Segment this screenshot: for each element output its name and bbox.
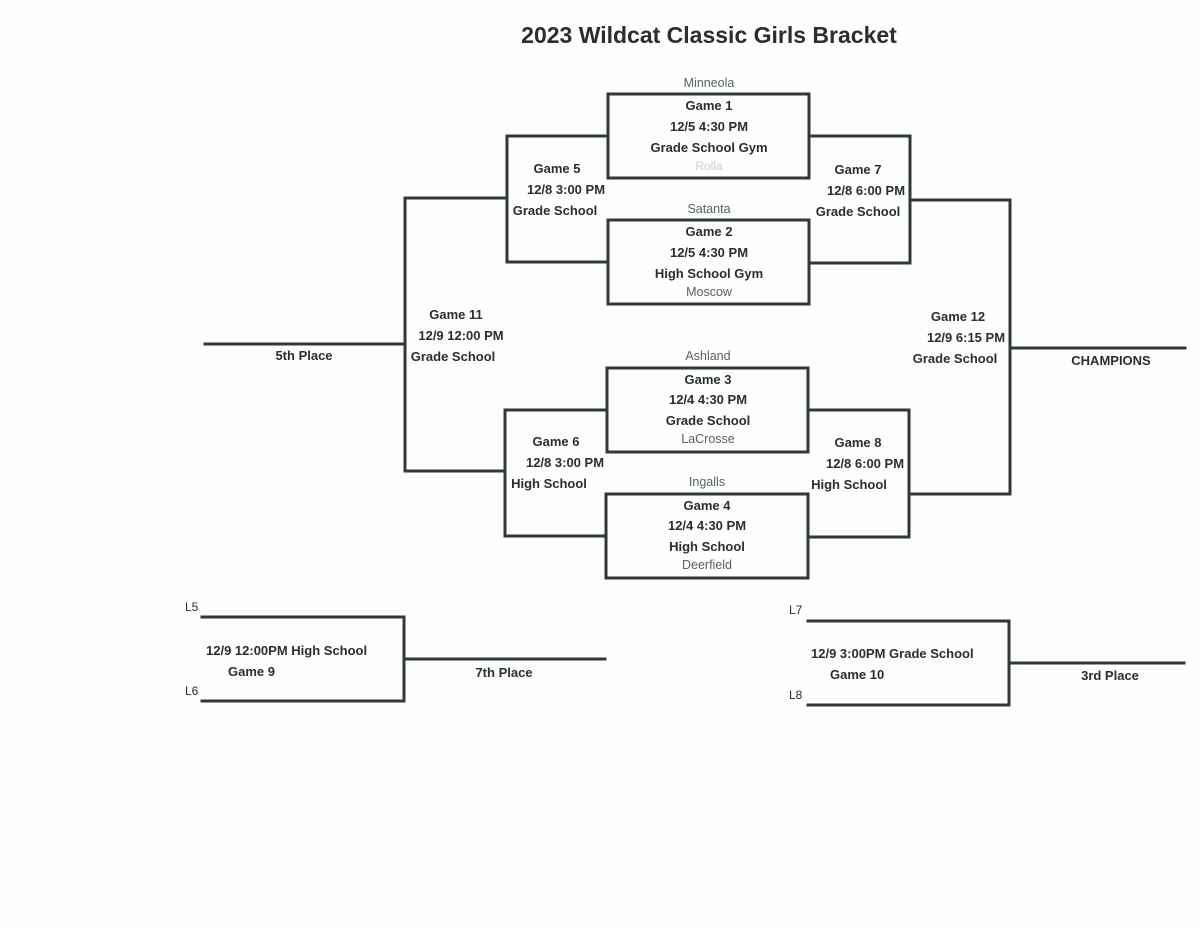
- game-5-bracket: [505, 134, 610, 264]
- game-8-site: High School: [811, 477, 887, 492]
- game-3-name: Game 3: [684, 372, 732, 387]
- seventh-place-label: 7th Place: [475, 665, 533, 680]
- game-4-bottom-team: Deerfield: [681, 558, 733, 572]
- game-8-bracket: [806, 408, 911, 539]
- game-5-site: Grade School: [512, 203, 598, 218]
- third-place-label: 3rd Place: [1081, 668, 1139, 683]
- game-12-bracket: [907, 198, 1012, 496]
- game-9-bottom-slot: L6: [185, 684, 199, 698]
- game-6-site: High School: [511, 476, 587, 491]
- game-11-site: Grade School: [410, 349, 496, 364]
- game-12-name: Game 12: [930, 309, 986, 324]
- game-2-name: Game 2: [685, 224, 733, 239]
- game-1-bottom-team: Rolla: [695, 159, 723, 173]
- game-10-bottom-slot: L8: [789, 688, 803, 702]
- game-2-time: 12/5 4:30 PM: [669, 245, 749, 260]
- game-7-name: Game 7: [834, 162, 882, 177]
- fifth-place-label: 5th Place: [275, 348, 333, 363]
- game-11-time: 12/9 12:00 PM: [418, 328, 504, 343]
- game-3-bottom-team: LaCrosse: [681, 432, 735, 446]
- game-6-bracket: [503, 408, 609, 538]
- champions-label: CHAMPIONS: [1071, 353, 1151, 368]
- game-3-time: 12/4 4:30 PM: [668, 392, 748, 407]
- game-11-name: Game 11: [429, 307, 483, 322]
- game-12-time: 12/9 6:15 PM: [926, 330, 1006, 345]
- game-10-name: Game 10: [830, 667, 885, 682]
- game-4-top-team: Ingalls: [688, 475, 726, 489]
- game-2-top-team: Satanta: [687, 202, 731, 216]
- game-4-name: Game 4: [683, 498, 731, 513]
- game-2-bottom-team: Moscow: [686, 285, 732, 299]
- game-4-site: High School: [669, 539, 745, 554]
- game-7-site: Grade School: [815, 204, 901, 219]
- game-10-bracket: [806, 619, 1011, 707]
- game-10-time-site: 12/9 3:00PM Grade School: [811, 646, 974, 661]
- game-4-time: 12/4 4:30 PM: [667, 518, 747, 533]
- game-2-site: High School Gym: [654, 266, 764, 281]
- game-1-name: Game 1: [685, 98, 733, 113]
- game-9-time-site: 12/9 12:00PM High School: [206, 643, 368, 658]
- game-1-site: Grade School Gym: [650, 140, 768, 155]
- game-1-time: 12/5 4:30 PM: [669, 119, 749, 134]
- game-12-site: Grade School: [912, 351, 998, 366]
- game-9-top-slot: L5: [185, 600, 199, 614]
- game-5-name: Game 5: [533, 161, 581, 176]
- game-9-name: Game 9: [228, 664, 275, 679]
- game-6-time: 12/8 3:00 PM: [525, 455, 605, 470]
- game-3-site: Grade School: [665, 413, 751, 428]
- game-3-top-team: Ashland: [685, 349, 731, 363]
- game-10-top-slot: L7: [789, 603, 803, 617]
- game-8-name: Game 8: [834, 435, 882, 450]
- game-11-bracket: [403, 196, 509, 473]
- bracket-title: 2023 Wildcat Classic Girls Bracket: [521, 22, 897, 48]
- game-8-time: 12/8 6:00 PM: [825, 456, 905, 471]
- game-7-time: 12/8 6:00 PM: [826, 183, 906, 198]
- game-7-bracket: [807, 134, 912, 265]
- game-5-time: 12/8 3:00 PM: [526, 182, 606, 197]
- game-9-bracket: [200, 615, 406, 703]
- game-6-name: Game 6: [532, 434, 580, 449]
- game-1-top-team: Minneola: [683, 76, 735, 90]
